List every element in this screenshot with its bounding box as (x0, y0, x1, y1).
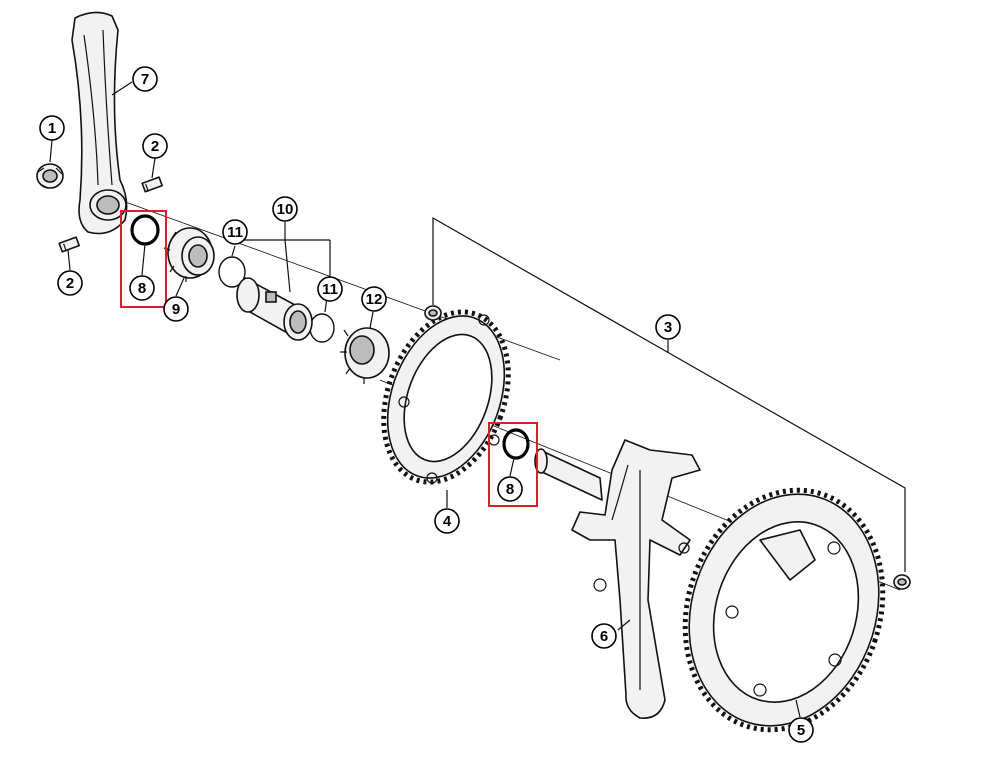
leader-lines (49, 81, 906, 718)
callout-11-right-label: 11 (322, 281, 338, 298)
callout-8-left: 8 (129, 275, 155, 301)
callout-1-label: 1 (48, 120, 56, 137)
callout-1: 1 (39, 115, 65, 141)
outer-chainring (682, 487, 886, 733)
callout-10: 10 (272, 196, 298, 222)
callout-9: 9 (163, 296, 189, 322)
callout-6: 6 (591, 623, 617, 649)
callout-8-right: 8 (497, 476, 523, 502)
callout-2-lower: 2 (57, 270, 83, 296)
callout-2-lower-label: 2 (66, 275, 74, 292)
callout-7-label: 7 (141, 71, 149, 88)
callout-12-label: 12 (366, 291, 383, 308)
callout-9-label: 9 (172, 301, 180, 318)
callout-10-label: 10 (277, 201, 294, 218)
highlight-box-o-ring-left (120, 210, 167, 308)
callout-5-label: 5 (797, 722, 805, 739)
callout-6-label: 6 (600, 628, 608, 645)
callout-2-upper-label: 2 (151, 138, 159, 155)
callout-5: 5 (788, 717, 814, 743)
inner-chainring (381, 309, 511, 485)
callout-11-right: 11 (317, 276, 343, 302)
spacer-left (218, 256, 246, 288)
crank-bolt-upper (141, 176, 163, 193)
crank-cap (36, 163, 64, 189)
callout-7: 7 (132, 66, 158, 92)
callout-12: 12 (361, 286, 387, 312)
left-crank-arm (71, 11, 128, 235)
crank-bolt-lower (58, 236, 80, 253)
callout-2-upper: 2 (142, 133, 168, 159)
highlight-box-o-ring-right (488, 422, 538, 507)
callout-3-label: 3 (664, 319, 672, 336)
o-ring-right (502, 428, 530, 460)
spacer-right (309, 313, 335, 343)
bottom-bracket-cartridge (236, 277, 313, 341)
callout-8-left-label: 8 (138, 280, 146, 297)
callout-8-right-label: 8 (506, 481, 514, 498)
callout-4: 4 (434, 508, 460, 534)
o-ring-left (130, 214, 160, 246)
callout-11-left: 11 (222, 219, 248, 245)
chainring-bolt-outer (893, 574, 911, 590)
chainring-bolt-inner (424, 305, 442, 321)
right-adapter-cup (340, 327, 390, 384)
callout-11-left-label: 11 (227, 224, 243, 241)
callout-4-label: 4 (443, 513, 452, 530)
callout-3: 3 (655, 314, 681, 340)
left-adapter-cup (163, 227, 215, 282)
right-crank-arm (534, 439, 701, 719)
